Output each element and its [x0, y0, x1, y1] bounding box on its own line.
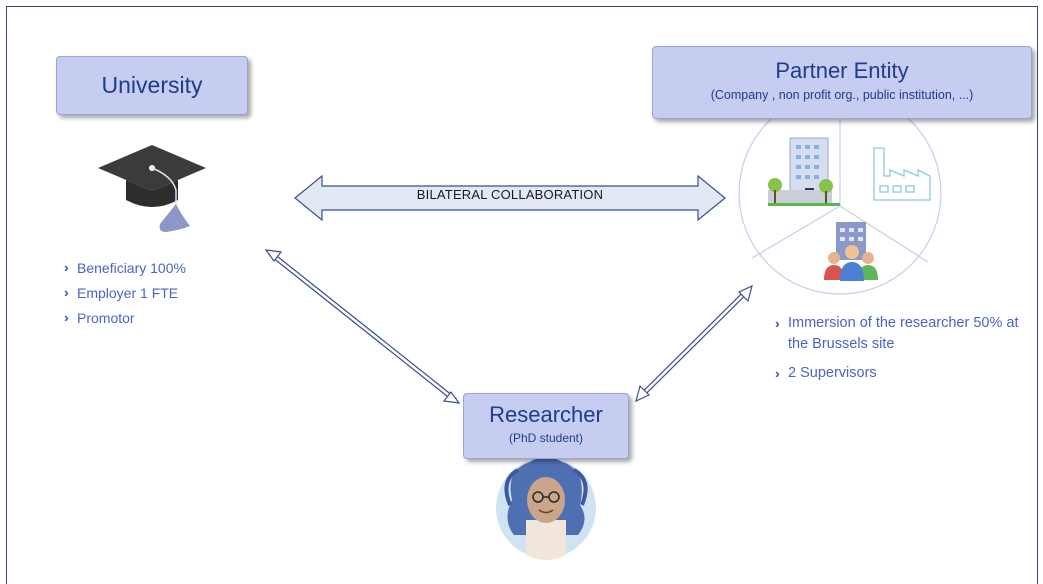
chevron-right-icon: ›› [64, 310, 69, 325]
list-item: ›› Promotor [64, 310, 186, 326]
list-item: ›› Beneficiary 100% [64, 260, 186, 276]
researcher-box: Researcher (PhD student) [463, 393, 629, 459]
partner-entity-subtitle: (Company , non profit org., public insti… [710, 88, 974, 102]
researcher-title: Researcher [489, 402, 603, 427]
university-bullet-promotor: Promotor [77, 310, 135, 326]
chevron-right-icon: ›› [64, 285, 69, 300]
partner-bullet-immersion: Immersion of the researcher 50% at the B… [788, 315, 1019, 352]
university-box: University [56, 56, 248, 115]
university-title: University [101, 72, 203, 98]
factory-icon [873, 147, 931, 201]
bilateral-collaboration-label: BILATERAL COLLABORATION [416, 187, 604, 202]
researcher-subtitle: (PhD student) [508, 431, 584, 445]
chevron-right-icon: ›› [775, 366, 780, 381]
researcher-avatar-icon [496, 457, 596, 560]
university-researcher-arrow [264, 249, 461, 404]
partner-entity-box: Partner Entity (Company , non profit org… [652, 46, 1032, 119]
list-item: ›› Immersion of the researcher 50% at the… [775, 313, 1028, 355]
office-building-icon [768, 137, 840, 206]
university-bullet-beneficiary: Beneficiary 100% [77, 260, 186, 276]
chevron-right-icon: ›› [775, 316, 780, 331]
chevron-right-icon: ›› [64, 260, 69, 275]
partner-researcher-arrow [635, 284, 753, 403]
graduation-cap-icon [98, 145, 206, 232]
list-item: ›› Employer 1 FTE [64, 285, 186, 301]
partner-bullet-supervisors: 2 Supervisors [788, 365, 877, 381]
partner-bullet-list: ›› Immersion of the researcher 50% at the… [775, 313, 1028, 392]
public-institution-people-icon [824, 222, 878, 281]
list-item: ›› 2 Supervisors [775, 363, 1028, 384]
partner-entity-title: Partner Entity [775, 58, 909, 83]
university-bullet-list: ›› Beneficiary 100% ›› Employer 1 FTE ›› Pr… [64, 260, 186, 335]
bilateral-collaboration-arrow [294, 174, 726, 222]
university-bullet-employer: Employer 1 FTE [77, 285, 179, 301]
